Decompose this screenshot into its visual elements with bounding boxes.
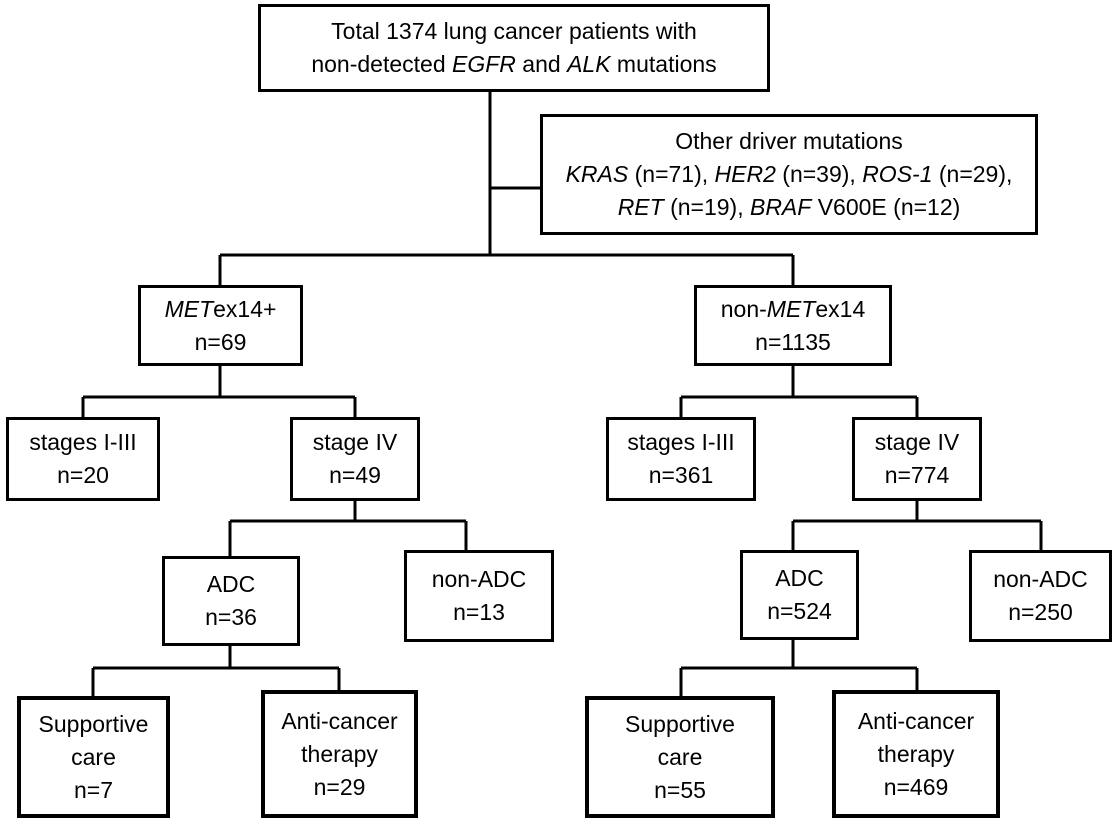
left-stages-early-label: stages I-III bbox=[29, 429, 137, 455]
non-metex14-n: n=1135 bbox=[755, 328, 831, 355]
right-anticancer-line-1: Anti-cancer bbox=[857, 707, 975, 734]
left-non-adc-label: non-ADC bbox=[431, 566, 527, 592]
non-metex14-box: non-METex14 n=1135 bbox=[694, 285, 892, 366]
left-anticancer-line-1: Anti-cancer bbox=[281, 707, 398, 734]
other-driver-mutations-box: Other driver mutations KRAS (n=71), HER2… bbox=[540, 114, 1038, 235]
right-non-adc-box: non-ADC n=250 bbox=[969, 550, 1112, 642]
total-patients-box: Total 1374 lung cancer patients with non… bbox=[258, 4, 770, 92]
left-adc-n: n=36 bbox=[205, 604, 257, 630]
left-supportive-line-2: care bbox=[71, 743, 116, 770]
right-anticancer-n: n=469 bbox=[883, 773, 949, 800]
left-supportive-line-1: Supportive bbox=[38, 710, 149, 737]
right-non-adc-n: n=250 bbox=[1008, 599, 1073, 625]
left-adc-label: ADC bbox=[206, 571, 256, 597]
left-anticancer-line-2: therapy bbox=[301, 740, 378, 767]
right-stages-early-box: stages I-III n=361 bbox=[606, 417, 756, 501]
right-non-adc-label: non-ADC bbox=[993, 566, 1088, 592]
right-stage-iv-label: stage IV bbox=[874, 429, 960, 455]
right-anticancer-therapy-box: Anti-cancer therapy n=469 bbox=[832, 690, 1000, 818]
other-title: Other driver mutations bbox=[675, 128, 903, 154]
right-stages-early-label: stages I-III bbox=[627, 429, 735, 455]
total-line-1: Total 1374 lung cancer patients with bbox=[331, 18, 697, 44]
right-adc-n: n=524 bbox=[767, 598, 832, 624]
non-metex14-label: non-METex14 bbox=[720, 295, 866, 322]
left-anticancer-n: n=29 bbox=[313, 773, 366, 800]
right-stages-early-n: n=361 bbox=[648, 462, 714, 488]
left-anticancer-therapy-box: Anti-cancer therapy n=29 bbox=[261, 690, 418, 818]
left-supportive-n: n=7 bbox=[73, 776, 113, 803]
left-stage-iv-n: n=49 bbox=[329, 462, 381, 488]
total-line-2: non-detected EGFR and ALK mutations bbox=[311, 51, 717, 77]
right-adc-label: ADC bbox=[775, 565, 824, 591]
left-stage-iv-box: stage IV n=49 bbox=[290, 417, 420, 501]
left-non-adc-box: non-ADC n=13 bbox=[404, 550, 554, 642]
metex14-positive-box: METex14+ n=69 bbox=[138, 285, 303, 366]
right-supportive-care-box: Supportive care n=55 bbox=[585, 696, 775, 818]
metex14-positive-n: n=69 bbox=[194, 328, 247, 355]
left-stage-iv-label: stage IV bbox=[312, 429, 398, 455]
right-supportive-line-2: care bbox=[657, 743, 703, 770]
left-stages-early-box: stages I-III n=20 bbox=[6, 417, 160, 501]
left-adc-box: ADC n=36 bbox=[162, 556, 300, 646]
right-stage-iv-box: stage IV n=774 bbox=[852, 417, 982, 501]
right-supportive-n: n=55 bbox=[654, 776, 706, 803]
metex14-positive-label: METex14+ bbox=[164, 295, 277, 322]
left-supportive-care-box: Supportive care n=7 bbox=[17, 696, 170, 818]
right-supportive-line-1: Supportive bbox=[625, 710, 735, 737]
right-anticancer-line-2: therapy bbox=[877, 740, 955, 767]
right-adc-box: ADC n=524 bbox=[740, 550, 859, 640]
other-line-2: KRAS (n=71), HER2 (n=39), ROS-1 (n=29), bbox=[565, 161, 1013, 187]
other-line-3: RET (n=19), BRAF V600E (n=12) bbox=[617, 194, 961, 220]
left-stages-early-n: n=20 bbox=[57, 462, 109, 488]
left-non-adc-n: n=13 bbox=[453, 599, 505, 625]
right-stage-iv-n: n=774 bbox=[884, 462, 950, 488]
